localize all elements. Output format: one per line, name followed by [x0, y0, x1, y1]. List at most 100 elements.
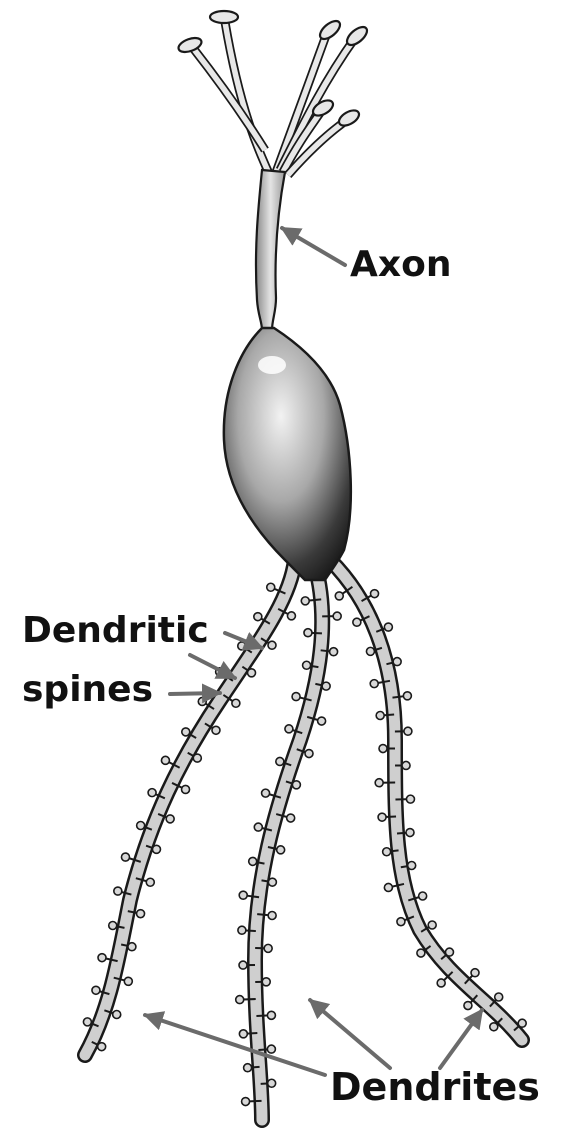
spine-head	[445, 948, 453, 956]
spine-head	[114, 887, 122, 895]
spine-head	[109, 922, 117, 930]
spine-head	[330, 648, 338, 656]
spine-head	[239, 891, 247, 899]
spine-head	[161, 756, 169, 764]
soma-highlight	[258, 356, 286, 374]
spine-head	[232, 699, 240, 707]
spine-head	[301, 597, 309, 605]
spine-head	[276, 757, 284, 765]
spine-head	[384, 623, 392, 631]
spine-head	[471, 969, 479, 977]
dendrites-label: Dendrites	[330, 1068, 540, 1106]
spine-head	[248, 669, 256, 677]
spine-head	[318, 717, 326, 725]
spine-head	[267, 1011, 275, 1019]
spine-head	[239, 961, 247, 969]
spine-head	[244, 1064, 252, 1072]
spine-head	[402, 761, 410, 769]
spine-head	[303, 661, 311, 669]
spine-head	[495, 993, 503, 1001]
spine-head	[98, 954, 106, 962]
spine-head	[292, 781, 300, 789]
spine-head	[268, 1079, 276, 1087]
spine-head	[128, 943, 136, 951]
spine-head	[406, 829, 414, 837]
spine-head	[238, 926, 246, 934]
spine-head	[98, 1043, 106, 1051]
spine-head	[124, 977, 132, 985]
spine-head	[148, 789, 156, 797]
spine-head	[419, 892, 427, 900]
spine-arrow-3	[170, 693, 220, 694]
spine-head	[404, 727, 412, 735]
spine-head	[254, 613, 262, 621]
axon-label: Axon	[350, 247, 451, 283]
spine-head	[249, 857, 257, 865]
spine-head	[417, 949, 425, 957]
spine-head	[518, 1019, 526, 1027]
spine-head	[406, 795, 414, 803]
spine-head	[254, 823, 262, 831]
spine-head	[182, 785, 190, 793]
spine-head	[182, 728, 190, 736]
spine-head	[333, 612, 341, 620]
spine-head	[267, 583, 275, 591]
spine-head	[366, 647, 374, 655]
spine-head	[428, 921, 436, 929]
spine-head	[83, 1018, 91, 1026]
spine-head	[375, 779, 383, 787]
spine-head	[137, 822, 145, 830]
spine-head	[238, 642, 246, 650]
spine-head	[268, 878, 276, 886]
spine-head	[152, 845, 160, 853]
spine-head	[242, 1098, 250, 1106]
spine-head	[408, 861, 416, 869]
spine-head	[292, 693, 300, 701]
spine-head	[403, 692, 411, 700]
dendrite-arrow-3	[440, 1010, 482, 1068]
spine-head	[464, 1002, 472, 1010]
spine-head	[322, 682, 330, 690]
axon	[256, 170, 285, 330]
spine-head	[268, 912, 276, 920]
spine-head	[397, 918, 405, 926]
spine-head	[285, 725, 293, 733]
spine-head	[383, 848, 391, 856]
spine-head	[121, 853, 129, 861]
spine-head	[193, 754, 201, 762]
spine-head	[262, 978, 270, 986]
spine-head	[370, 680, 378, 688]
dendrite-arrow-2	[310, 1000, 390, 1068]
spine-head	[146, 878, 154, 886]
spine-head	[239, 1030, 247, 1038]
spine-head	[335, 592, 343, 600]
spine-head	[305, 750, 313, 758]
axon-terminals	[177, 11, 370, 180]
spine-head	[304, 629, 312, 637]
spine-head	[379, 745, 387, 753]
spine-head	[166, 815, 174, 823]
spine-head	[287, 612, 295, 620]
cell-body	[224, 328, 351, 580]
spine-head	[353, 618, 361, 626]
dendritic-spines-label-line2: spines	[22, 672, 153, 708]
spine-head	[277, 846, 285, 854]
spine-head	[198, 697, 206, 705]
spine-arrow-2	[190, 655, 235, 678]
spine-head	[384, 883, 392, 891]
dendritic-spines-label-line1: Dendritic	[22, 613, 209, 649]
spine-head	[376, 712, 384, 720]
dendrite-arrow-1	[145, 1015, 325, 1075]
spine-head	[92, 986, 100, 994]
spine-head	[113, 1011, 121, 1019]
spine-head	[287, 814, 295, 822]
spine-head	[137, 910, 145, 918]
spine-head	[267, 1045, 275, 1053]
spine-head	[393, 658, 401, 666]
spine-head	[378, 813, 386, 821]
spine-head	[268, 641, 276, 649]
spine-head	[437, 979, 445, 987]
spine-head	[264, 944, 272, 952]
spine-head	[371, 590, 379, 598]
